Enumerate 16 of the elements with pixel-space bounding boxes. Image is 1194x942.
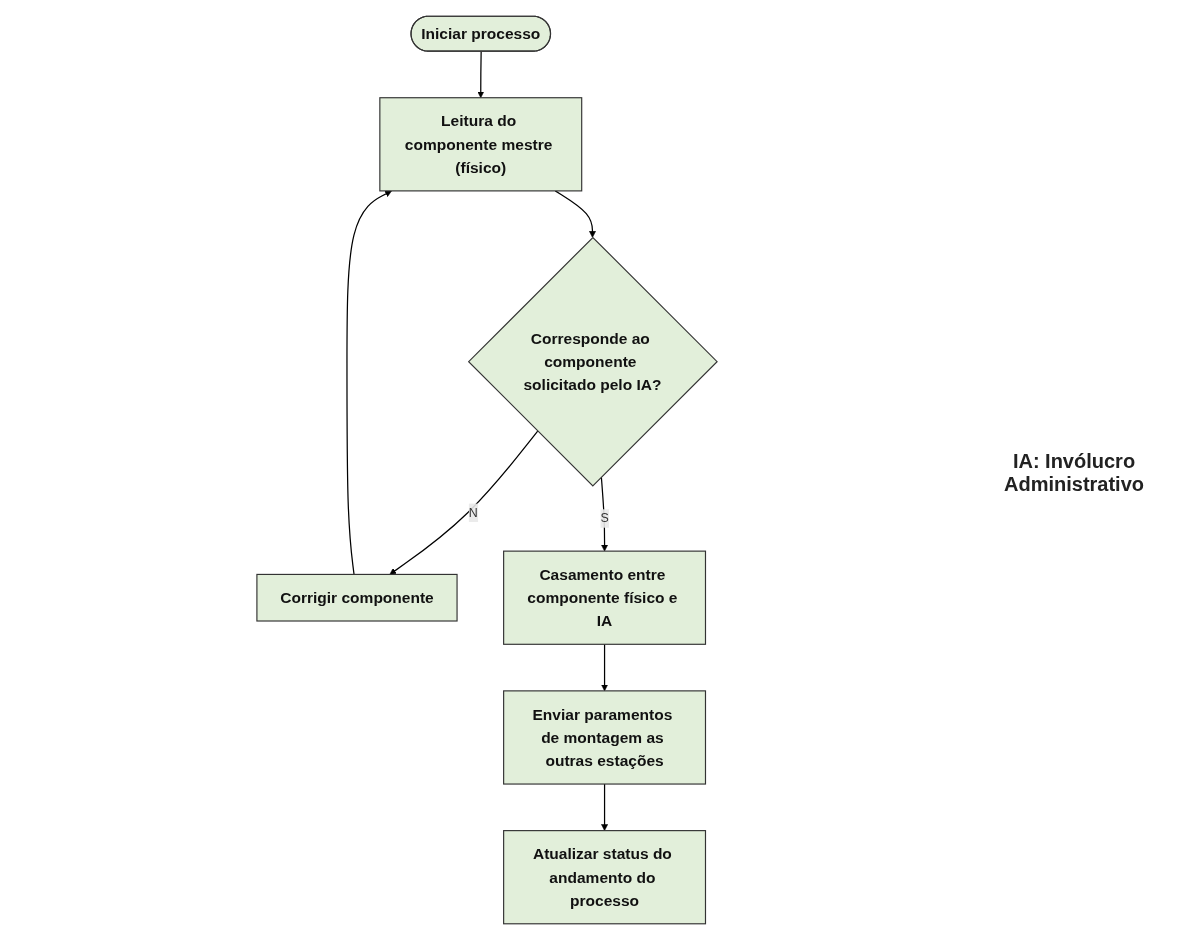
edge-label: N [468, 505, 478, 519]
node-box: Corrigir componente [256, 573, 458, 622]
note-text: IA: Invólucro Administrativo [1003, 450, 1145, 496]
arrow [600, 476, 608, 552]
node-box: Leitura do componente mestre (físico) [379, 97, 583, 192]
node-box: Atualizar status do andamento do processo [503, 830, 707, 925]
arrow [554, 190, 596, 238]
arrow [346, 190, 392, 576]
node-diamond: Corresponde ao componente solicitado pelo IA? [467, 236, 718, 487]
arrow [601, 783, 608, 831]
edge-label: S [600, 511, 609, 525]
arrow [601, 643, 608, 692]
node-box: Casamento entre componente físico e IA [503, 550, 707, 645]
node-box: Enviar paramentos de montagem as outras estações [503, 690, 707, 785]
arrow [389, 430, 539, 575]
arrow [477, 50, 485, 99]
